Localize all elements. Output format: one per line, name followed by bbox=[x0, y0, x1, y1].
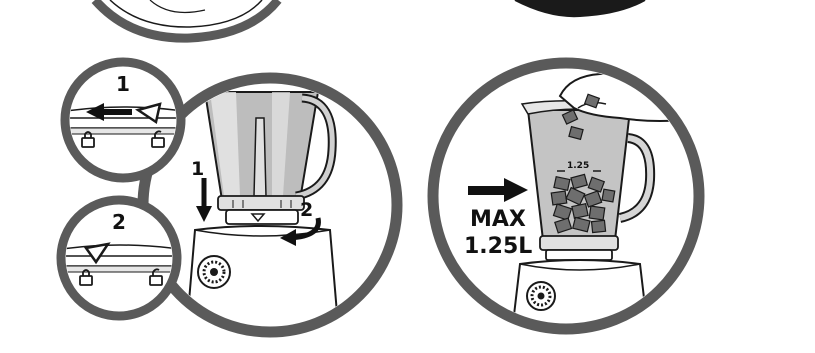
max-capacity-panel: 1.25 bbox=[427, 57, 705, 335]
arrow-left-icon bbox=[86, 103, 132, 121]
triangle-marker-icon bbox=[250, 213, 266, 223]
triangle-marker-icon bbox=[135, 102, 162, 125]
unlock-icon bbox=[151, 130, 165, 148]
lock-icon bbox=[79, 269, 93, 286]
press-down-arrow-icon bbox=[196, 178, 212, 222]
jar-scale-label: 1.25 bbox=[567, 161, 589, 171]
max-label: MAX bbox=[470, 207, 526, 232]
detail-step-1-panel: 1 bbox=[60, 57, 186, 183]
top-right-partial-panel bbox=[514, 0, 646, 18]
lock-icon bbox=[81, 131, 95, 148]
knob-icon bbox=[197, 255, 231, 289]
unlock-icon bbox=[149, 268, 163, 286]
arrow-press-label: 1 bbox=[191, 158, 204, 180]
max-volume-label: 1.25L bbox=[464, 234, 532, 259]
food-pieces bbox=[550, 173, 616, 234]
step-1-label: 1 bbox=[116, 72, 130, 96]
assembly-panel: 1 2 bbox=[137, 72, 403, 338]
max-arrow-icon bbox=[468, 178, 528, 202]
step-2-label: 2 bbox=[112, 210, 126, 234]
triangle-marker-icon bbox=[83, 242, 111, 265]
rotate-arrow-icon bbox=[280, 217, 321, 246]
top-left-partial-panel bbox=[91, 0, 282, 43]
knob-icon bbox=[526, 281, 556, 311]
detail-step-2-panel: 2 bbox=[56, 195, 182, 321]
arrow-rotate-label: 2 bbox=[300, 199, 313, 221]
